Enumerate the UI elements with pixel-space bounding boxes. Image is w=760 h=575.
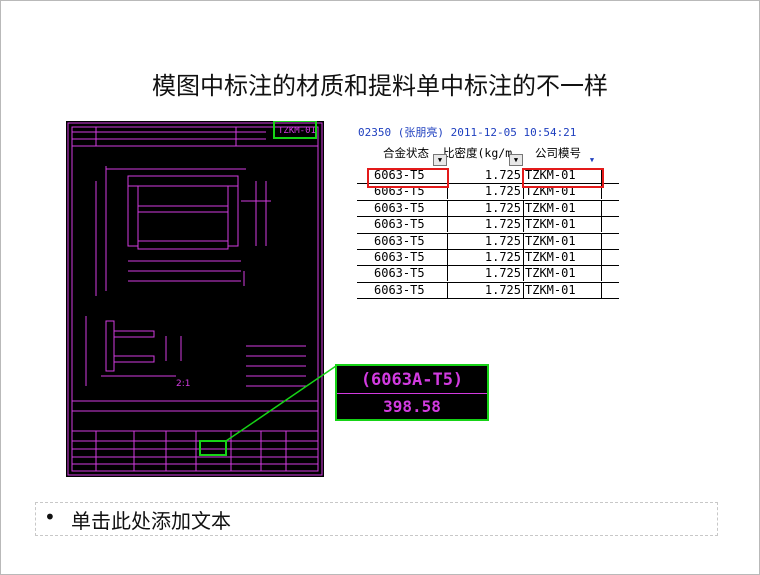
model-tag-text: TZKM-01: [278, 126, 316, 136]
cell-density: 1.725: [447, 233, 523, 249]
cell-mold: TZKM-01: [523, 233, 602, 249]
cell-density: 1.725: [447, 217, 523, 233]
cell-alloy: 6063-T5: [374, 282, 425, 297]
material-zoom-callout: (6063A-T5) 398.58: [335, 364, 489, 421]
zoom-divider: [337, 393, 487, 394]
sheet-column-headers: 合金状态 比密度(kg/m 公司模号 ▼ ▼ ▼: [357, 143, 619, 166]
placeholder-text: 单击此处添加文本: [71, 509, 231, 533]
cell-density: 1.725: [447, 249, 523, 265]
filter-dropdown-icon[interactable]: ▼: [509, 154, 523, 166]
cell-density: 1.725: [447, 282, 523, 298]
cell-density: 1.725: [447, 266, 523, 282]
filter-dropdown-icon[interactable]: ▼: [585, 154, 599, 166]
col-density: 比密度(kg/m: [443, 146, 513, 160]
section-scale-label: 2:1: [176, 379, 190, 389]
cell-mold: TZKM-01: [523, 249, 602, 265]
model-tag-highlight: [273, 121, 317, 139]
bullet-icon: •: [44, 505, 56, 529]
cell-mold: TZKM-01: [523, 282, 602, 298]
cell-mold: TZKM-01: [523, 217, 602, 233]
cell-alloy: 6063-T5: [374, 217, 425, 232]
col-alloy-state: 合金状态: [383, 146, 429, 160]
cell-density: 1.725: [447, 168, 523, 183]
material-cell-highlight: [199, 440, 227, 456]
zoom-value: 398.58: [383, 397, 441, 416]
cell-alloy: 6063-T5: [374, 233, 425, 248]
cell-mold: TZKM-01: [523, 200, 602, 216]
cell-mold: TZKM-01: [523, 266, 602, 282]
cell-density: 1.725: [447, 200, 523, 216]
alloy-highlight-box: [367, 168, 449, 188]
cell-alloy: 6063-T5: [374, 249, 425, 264]
cell-alloy: 6063-T5: [374, 266, 425, 281]
sheet-header: 02350 (张朋亮) 2011-12-05 10:54:21: [358, 126, 577, 139]
filter-dropdown-icon[interactable]: ▼: [433, 154, 447, 166]
cell-alloy: 6063-T5: [374, 168, 425, 182]
material-sheet-image: 02350 (张朋亮) 2011-12-05 10:54:21 合金状态 比密度…: [357, 126, 619, 300]
slide-title: 模图中标注的材质和提料单中标注的不一样: [152, 72, 608, 100]
cell-density: 1.725: [447, 184, 523, 200]
mold-highlight-box: [522, 168, 604, 188]
zoom-material: (6063A-T5): [360, 370, 464, 390]
cell-alloy: 6063-T5: [374, 200, 425, 215]
cad-drawing-image: TZKM-01 2:1: [66, 121, 324, 477]
col-mold-no: 公司模号: [535, 146, 581, 160]
content-placeholder[interactable]: • 单击此处添加文本: [35, 502, 718, 536]
cad-drawing-graphic: TZKM-01 2:1: [67, 121, 323, 476]
